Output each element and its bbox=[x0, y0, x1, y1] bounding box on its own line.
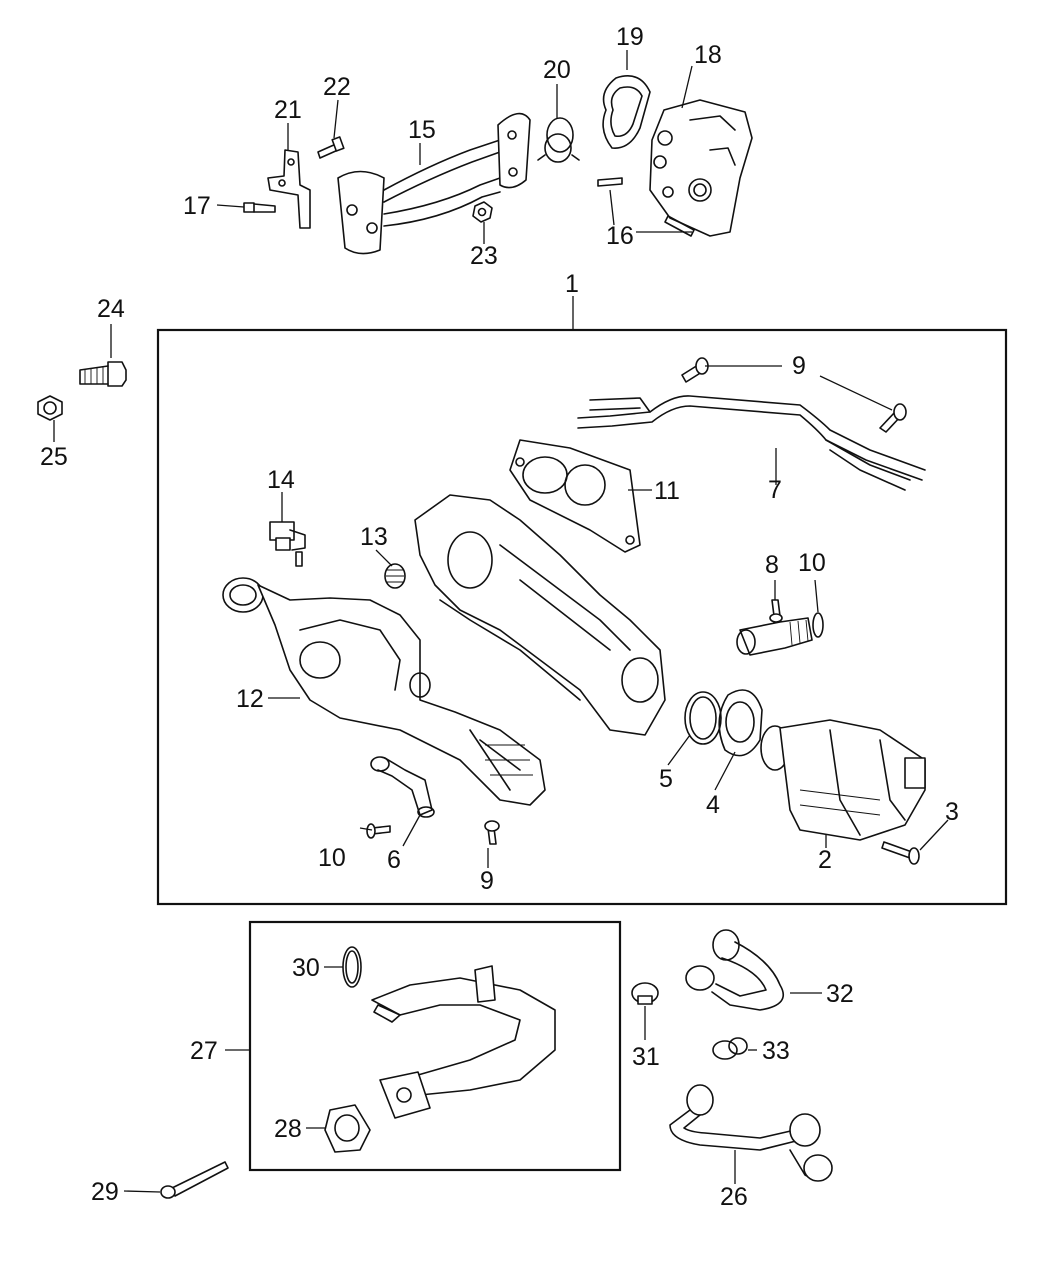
part-2-egr-valve bbox=[760, 719, 926, 841]
callout-32: 32 bbox=[826, 980, 854, 1008]
callout-15: 15 bbox=[408, 116, 436, 144]
part-31-bolt bbox=[631, 982, 659, 1005]
callout-19: 19 bbox=[616, 23, 644, 51]
callout-11: 11 bbox=[654, 477, 680, 505]
part-5-o-ring bbox=[684, 691, 722, 745]
leader-lines bbox=[53, 50, 949, 1193]
part-28-gasket bbox=[324, 1104, 371, 1153]
part-10-right-fitting bbox=[736, 612, 824, 656]
part-32-hose bbox=[685, 929, 785, 1011]
callout-12: 12 bbox=[236, 685, 264, 713]
callout-21: 21 bbox=[274, 96, 302, 124]
part-15-cooler-tubes bbox=[337, 112, 531, 255]
part-21-bracket bbox=[267, 149, 311, 229]
part-9-upper-bolt bbox=[681, 357, 709, 383]
part-19-gasket bbox=[602, 75, 651, 149]
callout-33: 33 bbox=[762, 1037, 790, 1065]
part-13-plug bbox=[384, 563, 406, 589]
part-23-nut bbox=[472, 201, 493, 223]
callout-16: 16 bbox=[606, 222, 634, 250]
callout-25: 25 bbox=[40, 443, 68, 471]
part-8-bolt bbox=[769, 599, 783, 623]
callout-1: 1 bbox=[565, 270, 579, 298]
callout-5: 5 bbox=[659, 765, 673, 793]
part-30-o-ring bbox=[342, 946, 362, 988]
part-6-pipe bbox=[370, 756, 435, 818]
callout-22: 22 bbox=[323, 73, 351, 101]
part-24-bolt bbox=[79, 361, 127, 387]
callout-26: 26 bbox=[720, 1183, 748, 1211]
part-9-lower-bolt bbox=[484, 820, 500, 845]
part-26-hose bbox=[669, 1084, 833, 1182]
callout-4: 4 bbox=[706, 791, 720, 819]
part-20-clamp bbox=[537, 117, 580, 163]
callout-8: 8 bbox=[765, 551, 779, 579]
callout-31: 31 bbox=[632, 1043, 660, 1071]
part-17-bolt bbox=[243, 202, 276, 213]
callout-6: 6 bbox=[387, 846, 401, 874]
part-egr-cooler-body bbox=[414, 494, 666, 736]
part-11-gasket bbox=[509, 439, 641, 553]
part-10-left-bolt bbox=[366, 823, 391, 839]
callout-17: 17 bbox=[183, 192, 211, 220]
callout-20: 20 bbox=[543, 56, 571, 84]
callout-18: 18 bbox=[694, 41, 722, 69]
part-9-right-bolt bbox=[879, 403, 907, 433]
part-16-studs bbox=[597, 177, 695, 237]
callout-24: 24 bbox=[97, 295, 125, 323]
callout-29: 29 bbox=[91, 1178, 119, 1206]
callout-10-left: 10 bbox=[318, 844, 346, 872]
part-33-clamp bbox=[712, 1037, 748, 1060]
callout-2: 2 bbox=[818, 846, 832, 874]
part-22-bolt bbox=[317, 136, 345, 159]
part-29-long-bolt bbox=[160, 1161, 229, 1199]
callout-10-right: 10 bbox=[798, 549, 826, 577]
callout-7: 7 bbox=[768, 476, 782, 504]
callout-30: 30 bbox=[292, 954, 320, 982]
part-7-pipe bbox=[577, 395, 926, 491]
callout-28: 28 bbox=[274, 1115, 302, 1143]
callout-13: 13 bbox=[360, 523, 388, 551]
callout-9-lower: 9 bbox=[480, 867, 494, 895]
callout-23: 23 bbox=[470, 242, 498, 270]
part-4-gasket bbox=[718, 689, 763, 757]
assembly-frame-27 bbox=[248, 920, 622, 1172]
callout-labels: 1 2 3 4 5 6 7 8 9 9 10 10 11 12 13 14 15… bbox=[40, 23, 959, 1211]
part-3-bolt bbox=[881, 841, 920, 865]
callout-27: 27 bbox=[190, 1037, 218, 1065]
part-12-thermostat-housing bbox=[222, 577, 546, 806]
part-25-nut bbox=[37, 395, 63, 421]
part-14-sensor bbox=[269, 521, 306, 567]
part-27-tube-assembly bbox=[371, 965, 556, 1119]
callout-3: 3 bbox=[945, 798, 959, 826]
assembly-frame-1 bbox=[156, 328, 1008, 906]
callout-9-upper: 9 bbox=[792, 352, 806, 380]
callout-14: 14 bbox=[267, 466, 295, 494]
part-18-housing bbox=[649, 99, 753, 237]
